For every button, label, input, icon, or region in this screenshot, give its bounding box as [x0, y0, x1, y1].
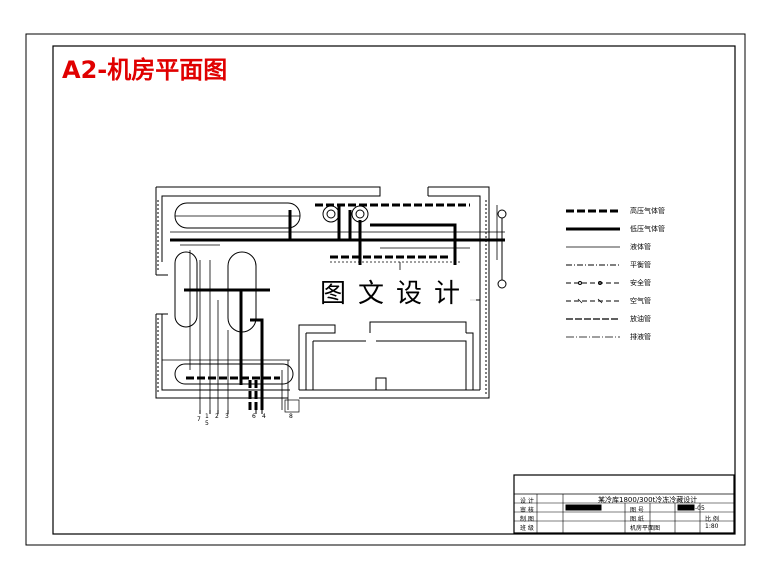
title-row-label: 审 核	[520, 507, 534, 514]
design-title: 某冷库1800/300t冷冻冷藏设计	[598, 496, 698, 504]
legend-item: 平衡管	[566, 259, 676, 277]
pipe-number: 1	[205, 413, 209, 420]
legend-item: 低压气体管	[566, 223, 676, 241]
pipe-number: 5	[205, 420, 209, 427]
legend-item: 空气管	[566, 295, 676, 313]
inner-border	[52, 45, 736, 535]
pipe-number: 2	[215, 413, 219, 420]
pipes-liquid	[162, 205, 505, 410]
drawing-number: -05	[695, 505, 705, 512]
legend-item: 液体管	[566, 241, 676, 259]
legend-label: 安全管	[630, 279, 651, 287]
title-row-label: 班 级	[520, 525, 534, 532]
pipe-number: 6	[252, 413, 256, 420]
title-row-label: 制 图	[520, 516, 534, 523]
drawing-scale: 1:80	[705, 523, 719, 530]
title-col-label: 图 纸	[630, 516, 644, 523]
pipe-number: 3	[225, 413, 229, 420]
legend-label: 排液管	[630, 333, 651, 341]
sheet-name: 机房平面图	[630, 525, 661, 532]
legend-label: 放油管	[630, 315, 651, 323]
legend-item: 放油管	[566, 313, 676, 331]
watermark: 图文设计	[316, 273, 477, 310]
outer-border	[25, 33, 746, 546]
title-col-label: 比 例	[705, 516, 719, 523]
pipe-legend: 高压气体管 低压气体管 液体管 平衡管 安全管 空气管 放油管 排液管	[566, 205, 676, 349]
drawing-title: A2-机房平面图	[62, 56, 228, 84]
legend-label: 液体管	[630, 243, 651, 251]
title-block-frame	[513, 474, 735, 534]
legend-symbols	[566, 209, 620, 338]
pipe-number: 4	[262, 413, 266, 420]
legend-item: 排液管	[566, 331, 676, 349]
pipe-outlets	[199, 399, 300, 414]
legend-label: 平衡管	[630, 261, 651, 269]
title-col-label: 图 号	[630, 507, 644, 514]
pipe-number: 7	[197, 416, 201, 423]
pipe-number: 8	[289, 413, 293, 420]
equipment	[174, 202, 507, 385]
pipes-high-pressure	[186, 203, 470, 410]
legend-item: 安全管	[566, 277, 676, 295]
title-row-label: 设 计	[520, 498, 534, 505]
legend-item: 高压气体管	[566, 205, 676, 223]
legend-label: 空气管	[630, 297, 651, 305]
legend-label: 低压气体管	[630, 225, 665, 233]
legend-label: 高压气体管	[630, 207, 665, 215]
building-plan	[155, 186, 490, 399]
